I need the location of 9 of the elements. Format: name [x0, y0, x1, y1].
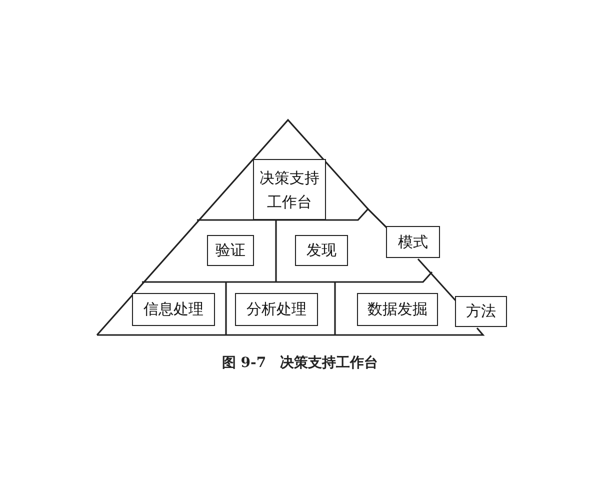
- text-box: 信息处理: [132, 293, 215, 326]
- text-box: 分析处理: [235, 293, 318, 326]
- figure-caption: 图 9-7 决策支持工作台: [220, 354, 380, 372]
- text-box: 方法: [455, 296, 507, 327]
- text-box: 决策支持工作台: [253, 159, 326, 220]
- text-box: 验证: [207, 235, 254, 266]
- text-box: 模式: [386, 226, 440, 258]
- text-box: 数据发掘: [357, 293, 438, 326]
- text-box: 发现: [295, 235, 348, 266]
